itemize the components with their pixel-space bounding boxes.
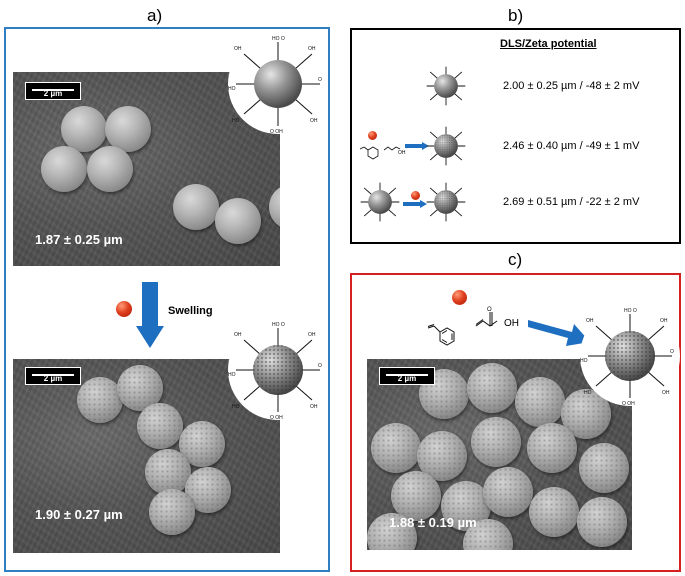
microsphere <box>577 497 627 547</box>
particle-size-label: 1.90 ± 0.27 µm <box>35 507 123 522</box>
sem-image-functionalized: 2 µm 1.88 ± 0.19 µm <box>367 359 632 550</box>
carboxylated-particle-icon <box>426 66 466 106</box>
swelling-arrow-icon <box>136 282 164 348</box>
svg-text:HO: HO <box>584 390 592 396</box>
svg-text:HO: HO <box>228 86 236 92</box>
scale-bar: 2 µm <box>25 82 81 100</box>
scale-bar-label: 2 µm <box>397 374 417 383</box>
monomer-droplet-icon <box>116 301 132 317</box>
svg-text:OH: OH <box>308 46 316 52</box>
svg-text:O OH: O OH <box>270 129 283 135</box>
microsphere <box>391 471 441 521</box>
microsphere <box>173 184 219 230</box>
svg-text:HO O: HO O <box>624 308 637 314</box>
scale-bar-label: 2 µm <box>43 89 63 98</box>
svg-text:O OH: O OH <box>622 401 635 407</box>
svg-text:O: O <box>318 363 322 369</box>
microsphere <box>87 146 133 192</box>
microsphere <box>41 146 87 192</box>
panel-b-label: b) <box>508 6 524 25</box>
microsphere <box>529 487 579 537</box>
svg-text:O: O <box>318 77 322 83</box>
svg-text:HO O: HO O <box>272 322 285 328</box>
svg-text:OH: OH <box>310 404 318 410</box>
microsphere <box>471 417 521 467</box>
svg-text:OH: OH <box>234 332 242 338</box>
microsphere <box>371 423 421 473</box>
carboxylated-particle-icon <box>360 182 400 222</box>
svg-text:HO: HO <box>232 118 240 124</box>
microsphere <box>149 489 195 535</box>
panel-c-frame <box>350 273 681 572</box>
microsphere <box>105 106 151 152</box>
panel-a-frame <box>4 27 330 572</box>
microsphere <box>527 423 577 473</box>
svg-text:OH: OH <box>234 46 242 52</box>
dls-value: 2.69 ± 0.51 µm / -22 ± 2 mV <box>503 196 640 208</box>
microsphere <box>61 106 107 152</box>
microsphere <box>269 184 280 230</box>
panel-b-frame <box>350 28 681 244</box>
svg-text:O OH: O OH <box>270 415 283 421</box>
dls-value: 2.46 ± 0.40 µm / -49 ± 1 mV <box>503 140 640 152</box>
styrene-structure-icon <box>427 324 455 346</box>
svg-text:OH: OH <box>308 332 316 338</box>
microsphere <box>215 198 261 244</box>
swollen-particle-icon <box>426 182 466 222</box>
svg-text:HO: HO <box>580 358 588 364</box>
svg-text:OH: OH <box>310 118 318 124</box>
dls-title: DLS/Zeta potential <box>500 38 597 50</box>
swollen-particle-icon: HO O OH O OH O OH HO HO OH <box>228 322 322 421</box>
swollen-particle-icon <box>426 126 466 166</box>
acrylic-acid-structure-icon: O <box>475 307 498 327</box>
functionalized-particle-icon: HO O OH O OH O OH HO HO OH <box>580 308 674 407</box>
svg-text:O: O <box>670 349 674 355</box>
particle-size-label: 1.88 ± 0.19 µm <box>389 515 477 530</box>
svg-text:HO: HO <box>232 404 240 410</box>
microsphere <box>483 467 533 517</box>
arrow-icon <box>403 200 427 208</box>
svg-text:OH: OH <box>586 318 594 324</box>
scale-bar-label: 2 µm <box>43 374 63 383</box>
monomer-droplet-icon <box>452 290 467 305</box>
swelling-label: Swelling <box>168 305 213 317</box>
microsphere <box>77 377 123 423</box>
polymerization-arrow-icon <box>528 320 590 346</box>
microsphere <box>515 377 565 427</box>
panel-c-label: c) <box>508 250 523 269</box>
scale-bar: 2 µm <box>379 367 435 385</box>
monomer-droplet-icon <box>368 131 377 140</box>
microsphere <box>467 363 517 413</box>
svg-text:OH: OH <box>398 150 406 156</box>
microsphere <box>579 443 629 493</box>
particle-size-label: 1.87 ± 0.25 µm <box>35 232 123 247</box>
svg-text:HO O: HO O <box>272 36 285 42</box>
svg-text:OH: OH <box>660 318 668 324</box>
monomer-droplet-icon <box>411 191 420 200</box>
monomer-oh-label: OH <box>504 318 519 329</box>
microsphere <box>137 403 183 449</box>
microsphere <box>145 449 191 495</box>
carboxylated-particle-icon: HO O OH O OH O OH HO HO OH <box>228 36 322 135</box>
dls-value: 2.00 ± 0.25 µm / -48 ± 2 mV <box>503 80 640 92</box>
sem-image-unswollen: 2 µm 1.87 ± 0.25 µm <box>13 72 280 266</box>
svg-text:O: O <box>487 307 492 313</box>
svg-text:OH: OH <box>662 390 670 396</box>
scale-bar: 2 µm <box>25 367 81 385</box>
sem-image-swollen: 2 µm 1.90 ± 0.27 µm <box>13 359 280 553</box>
monomer-structures-icon: OH <box>359 146 406 160</box>
arrow-icon <box>405 142 429 150</box>
panel-a-label: a) <box>147 6 163 25</box>
svg-text:HO: HO <box>228 372 236 378</box>
microsphere <box>367 513 417 550</box>
